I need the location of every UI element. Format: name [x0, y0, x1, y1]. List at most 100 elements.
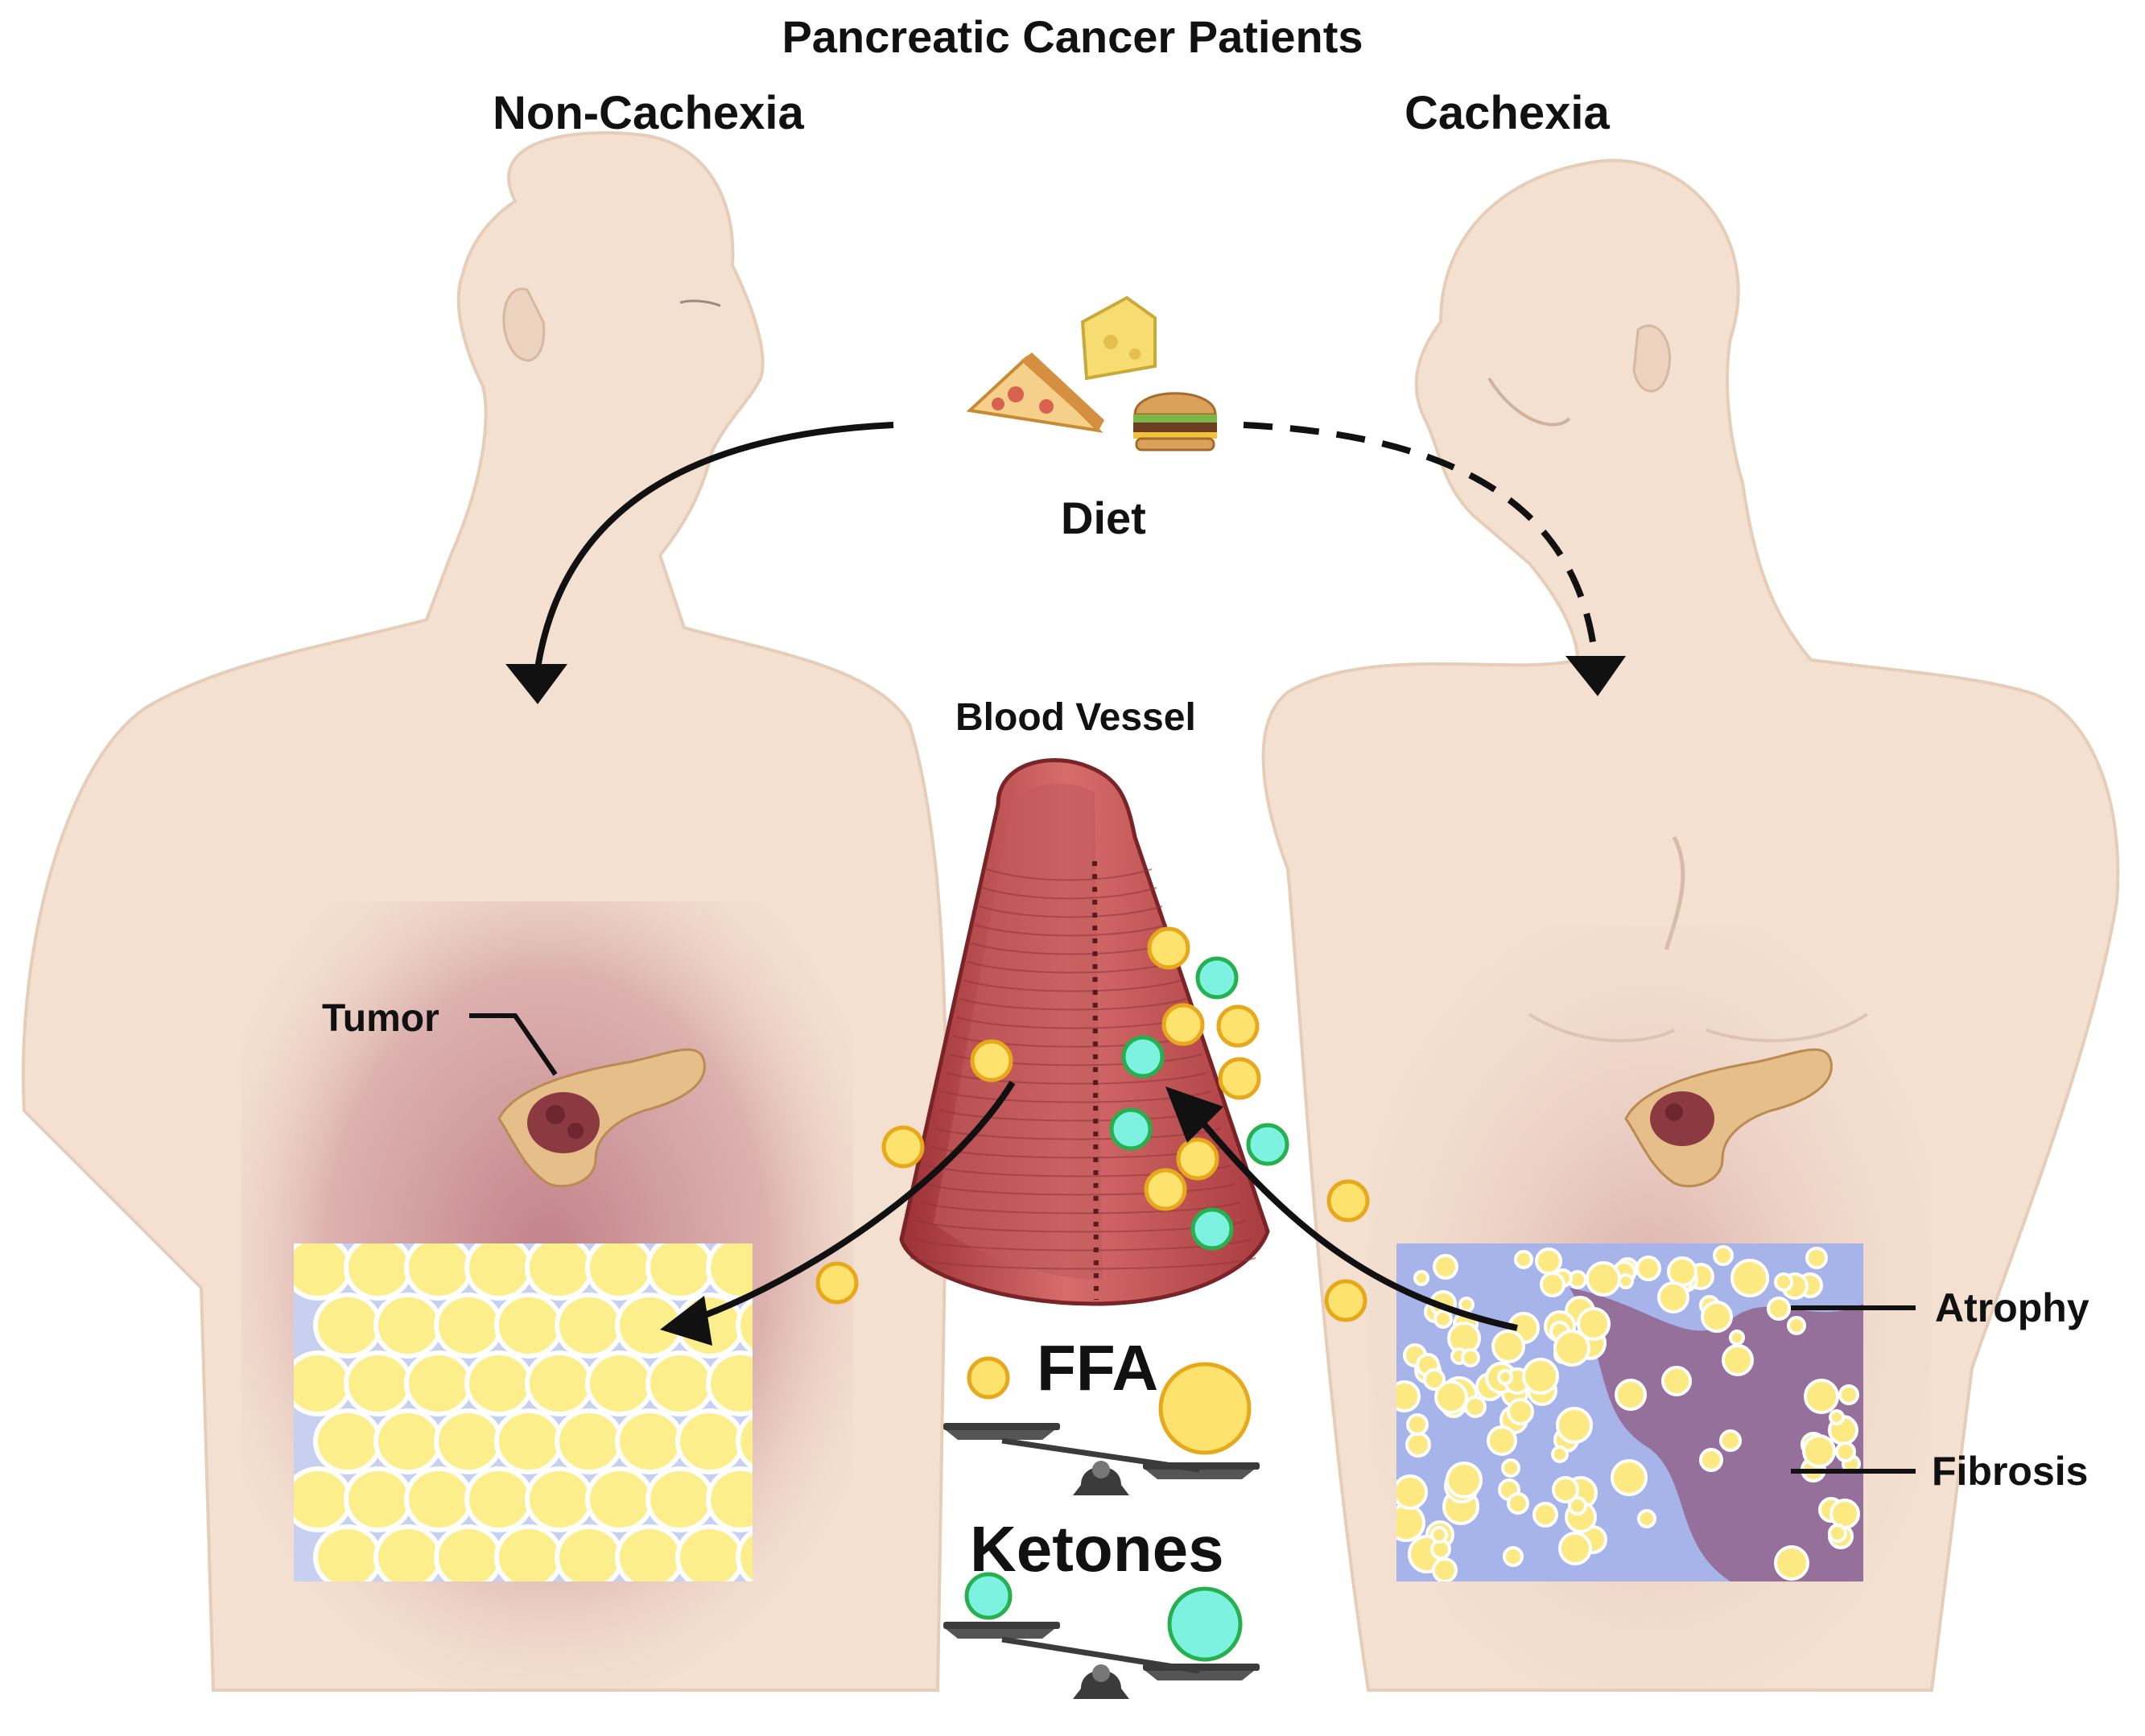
small-fat-cell — [1522, 1358, 1559, 1395]
small-fat-cell — [1433, 1309, 1453, 1329]
burger-icon — [1133, 392, 1217, 452]
diet-arrow-left — [534, 422, 894, 669]
small-fat-cell — [1514, 1250, 1533, 1269]
ketone-scale-large-dot — [1167, 1586, 1243, 1662]
ketone-molecules — [1109, 956, 1289, 1251]
small-fat-cell — [1432, 1557, 1458, 1581]
fat-cell — [344, 1243, 413, 1301]
ketone-molecule — [1190, 1207, 1234, 1251]
fat-cell — [464, 1350, 534, 1416]
ketone-molecule — [1195, 956, 1239, 1000]
vessel-ring — [910, 1257, 1256, 1270]
small-fat-cell — [1661, 1366, 1692, 1396]
ketone-molecule — [1121, 1035, 1165, 1078]
small-fat-cell — [1507, 1398, 1534, 1425]
fat-cell — [675, 1408, 745, 1474]
ffa-molecule — [970, 1039, 1013, 1082]
small-fat-cell — [1701, 1301, 1733, 1333]
fat-cell — [344, 1466, 413, 1532]
vessel-ring — [946, 1072, 1207, 1085]
fibrosis-label: Fibrosis — [1932, 1449, 2089, 1494]
ketone-scale-small-dot — [964, 1572, 1013, 1620]
fat-cell — [706, 1350, 753, 1416]
small-fat-cell — [1730, 1259, 1769, 1297]
fat-cell — [373, 1293, 443, 1359]
pancreas-right — [1624, 1048, 1833, 1188]
fat-cell — [525, 1466, 594, 1532]
small-fat-cell — [1829, 1409, 1845, 1425]
small-fat-cell — [1507, 1492, 1529, 1515]
ketones-label: Ketones — [970, 1513, 1224, 1585]
small-fat-cell — [1657, 1281, 1689, 1313]
ffa-molecule — [1216, 1004, 1260, 1048]
small-fat-cell — [1767, 1297, 1791, 1321]
left-eye — [679, 299, 721, 307]
fat-cell — [373, 1408, 443, 1474]
vessel-ring — [985, 868, 1153, 881]
small-fat-cell — [1774, 1545, 1809, 1581]
vessel-ring — [963, 979, 1182, 992]
fat-cell — [464, 1243, 534, 1301]
fat-cell — [646, 1243, 715, 1301]
small-fat-cell — [1829, 1499, 1860, 1529]
pancreas-left — [497, 1048, 706, 1188]
fat-cell — [313, 1524, 382, 1581]
small-fat-cell — [1804, 1379, 1839, 1414]
small-fat-cell — [1535, 1247, 1562, 1275]
small-fat-cell — [1487, 1425, 1517, 1456]
fat-cell — [434, 1524, 503, 1581]
adipose-tissue-atrophic — [1396, 1243, 1863, 1581]
fat-cell — [525, 1243, 594, 1301]
fat-cell — [615, 1524, 684, 1581]
blood-vessel — [899, 757, 1270, 1306]
fat-cell — [404, 1466, 473, 1532]
fat-cell — [646, 1466, 715, 1532]
small-fat-cell — [1787, 1316, 1806, 1335]
diet-arrow-left-head — [505, 664, 567, 704]
ffa-molecule — [1324, 1279, 1367, 1322]
small-fat-cell — [1434, 1380, 1468, 1414]
ffa-arrow-to-fat-head — [660, 1296, 712, 1346]
fat-cell — [585, 1466, 654, 1532]
tumor-mass — [527, 1092, 600, 1153]
small-fat-cell — [1667, 1256, 1697, 1287]
small-fat-cell — [1553, 1330, 1590, 1367]
ffa-molecule — [881, 1125, 925, 1169]
fat-cell — [555, 1408, 624, 1474]
small-fat-cell — [1396, 1474, 1428, 1510]
vessel-ring — [978, 905, 1163, 918]
small-fat-cell — [1774, 1272, 1793, 1292]
small-fat-cell — [1430, 1526, 1448, 1544]
small-fat-cell — [1838, 1384, 1859, 1405]
small-fat-cell — [1497, 1369, 1513, 1385]
fat-cell — [313, 1293, 382, 1359]
small-fat-cell — [1713, 1245, 1734, 1266]
ketone-molecule — [1246, 1123, 1289, 1166]
fat-cell — [434, 1293, 503, 1359]
ffa-balance-scale — [943, 1423, 1260, 1495]
small-fat-cell — [1558, 1532, 1592, 1565]
small-fat-cell — [1464, 1396, 1487, 1418]
small-fat-cell — [1699, 1448, 1723, 1472]
fat-cell — [615, 1408, 684, 1474]
small-fat-cell — [1577, 1307, 1611, 1341]
fat-cell — [294, 1243, 353, 1301]
vessel-ring — [924, 1183, 1236, 1196]
small-fat-cell — [1503, 1546, 1524, 1567]
fat-cell — [585, 1243, 654, 1301]
small-fat-cell — [1461, 1348, 1480, 1367]
small-fat-cell — [1722, 1344, 1754, 1376]
fat-cell — [736, 1528, 753, 1581]
tumor-label: Tumor — [322, 997, 439, 1040]
small-fat-cell — [1433, 1254, 1458, 1280]
small-fat-cell — [1405, 1432, 1431, 1458]
cachexia-label: Cachexia — [1405, 87, 1610, 139]
ketone-molecule — [1109, 1107, 1153, 1151]
ffa-molecules — [815, 926, 1370, 1322]
ffa-scale-large-dot — [1158, 1362, 1252, 1455]
atrophy-label: Atrophy — [1935, 1285, 2089, 1330]
fat-cell — [404, 1243, 473, 1301]
ketone-balance-scale — [943, 1622, 1260, 1699]
ffa-molecule — [1176, 1137, 1219, 1181]
blood-vessel-label: Blood Vessel — [955, 696, 1196, 739]
